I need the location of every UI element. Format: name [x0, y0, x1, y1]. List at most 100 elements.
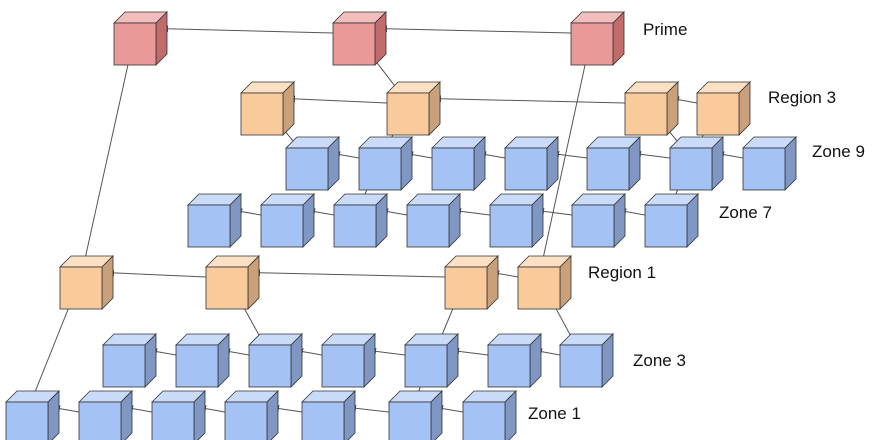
zone-1-cube-3	[151, 390, 206, 440]
cube-front-face	[78, 401, 122, 440]
cube-front-face	[358, 147, 402, 191]
zone-9-cube-2	[358, 136, 413, 191]
region-1-sequence-arrow	[253, 269, 446, 278]
cube-front-face	[332, 22, 376, 66]
cube-front-face	[285, 147, 329, 191]
label-region-3: Region 3	[768, 88, 836, 107]
cube-front-face	[504, 147, 548, 191]
cube-front-face	[742, 147, 786, 191]
cube-front-face	[333, 204, 377, 248]
label-zone-9: Zone 9	[812, 142, 865, 161]
zone-9-cube-1	[285, 136, 340, 191]
region-3-sequence-arrow	[288, 95, 388, 104]
region-3-sequence-arrow	[434, 95, 626, 104]
zone-9-sequence-arrow	[634, 150, 671, 159]
zone-9-sequence-arrow	[552, 150, 588, 159]
cube-front-face	[175, 344, 219, 388]
prime-cube-2	[332, 11, 387, 66]
cube-front-face	[404, 344, 448, 388]
cube-front-face	[570, 22, 614, 66]
zone-7-cube-2	[260, 193, 315, 248]
prime-cube-3	[570, 11, 625, 66]
zone-9-cube-4	[504, 136, 559, 191]
cube-nodes	[5, 11, 797, 440]
cube-front-face	[205, 266, 249, 310]
zone-1-cube-7	[462, 390, 517, 440]
cube-front-face	[113, 22, 157, 66]
cube-front-face	[59, 266, 103, 310]
cube-front-face	[240, 92, 284, 136]
zone-7-cube-1	[187, 193, 242, 248]
region-1-cube-1	[59, 255, 114, 310]
region-3-cube-4	[696, 81, 751, 136]
region-3-cube-1	[240, 81, 295, 136]
zone-3-cube-5	[404, 333, 459, 388]
hierarchy-link	[80, 32, 136, 278]
zone-3-sequence-arrow	[452, 347, 489, 356]
cube-front-face	[487, 344, 531, 388]
cube-front-face	[462, 401, 506, 440]
cube-front-face	[644, 204, 688, 248]
zone-3-sequence-arrow	[369, 347, 406, 356]
cube-front-face	[301, 401, 345, 440]
zone-1-cube-5	[301, 390, 356, 440]
cube-front-face	[696, 92, 740, 136]
cube-front-face	[386, 92, 430, 136]
zone-7-cube-5	[489, 193, 544, 248]
region-1-cube-2	[205, 255, 260, 310]
region-1-cube-3	[444, 255, 499, 310]
zone-1-sequence-arrow	[349, 404, 390, 413]
zone-7-cube-6	[571, 193, 626, 248]
zone-7-cube-4	[406, 193, 461, 248]
cube-front-face	[224, 401, 268, 440]
cube-front-face	[406, 204, 450, 248]
zone-1-cube-2	[78, 390, 133, 440]
region-1-cube-4	[517, 255, 572, 310]
region-3-cube-2	[386, 81, 441, 136]
zone-9-cube-5	[586, 136, 641, 191]
zone-9-cube-3	[431, 136, 486, 191]
region-1-sequence-arrow	[107, 269, 207, 278]
zone-1-cube-1	[5, 390, 60, 440]
zone-1-cube-6	[388, 390, 443, 440]
zone-1-cube-4	[224, 390, 279, 440]
cube-front-face	[388, 401, 432, 440]
zone-7-cube-3	[333, 193, 388, 248]
prime-sequence-arrow	[380, 25, 572, 34]
zone-9-cube-7	[742, 136, 797, 191]
zone-3-cube-1	[102, 333, 157, 388]
zone-3-cube-6	[487, 333, 542, 388]
zone-7-cube-7	[644, 193, 699, 248]
cube-front-face	[187, 204, 231, 248]
zone-7-sequence-arrow	[537, 207, 573, 216]
zone-3-cube-3	[248, 333, 303, 388]
label-zone-1: Zone 1	[528, 404, 581, 423]
label-zone-3: Zone 3	[633, 351, 686, 370]
cube-front-face	[5, 401, 49, 440]
cube-front-face	[248, 344, 292, 388]
zone-3-cube-2	[175, 333, 230, 388]
cube-front-face	[559, 344, 603, 388]
cube-front-face	[444, 266, 488, 310]
cube-front-face	[431, 147, 475, 191]
zone-3-cube-7	[559, 333, 614, 388]
zone-3-cube-4	[321, 333, 376, 388]
prime-cube-1	[113, 11, 168, 66]
zone-7-sequence-arrow	[454, 207, 491, 216]
cube-front-face	[571, 204, 615, 248]
cube-front-face	[624, 92, 668, 136]
zone-9-cube-6	[669, 136, 724, 191]
hierarchy-link	[538, 32, 593, 278]
region-3-cube-3	[624, 81, 679, 136]
cube-front-face	[151, 401, 195, 440]
prime-sequence-arrow	[161, 25, 334, 34]
cube-front-face	[669, 147, 713, 191]
label-prime: Prime	[643, 20, 687, 39]
tier-labels: Prime Region 3 Zone 9 Zone 7 Region 1 Zo…	[528, 20, 865, 423]
cube-front-face	[517, 266, 561, 310]
label-zone-7: Zone 7	[719, 203, 772, 222]
cube-front-face	[586, 147, 630, 191]
cube-front-face	[489, 204, 533, 248]
cube-front-face	[102, 344, 146, 388]
